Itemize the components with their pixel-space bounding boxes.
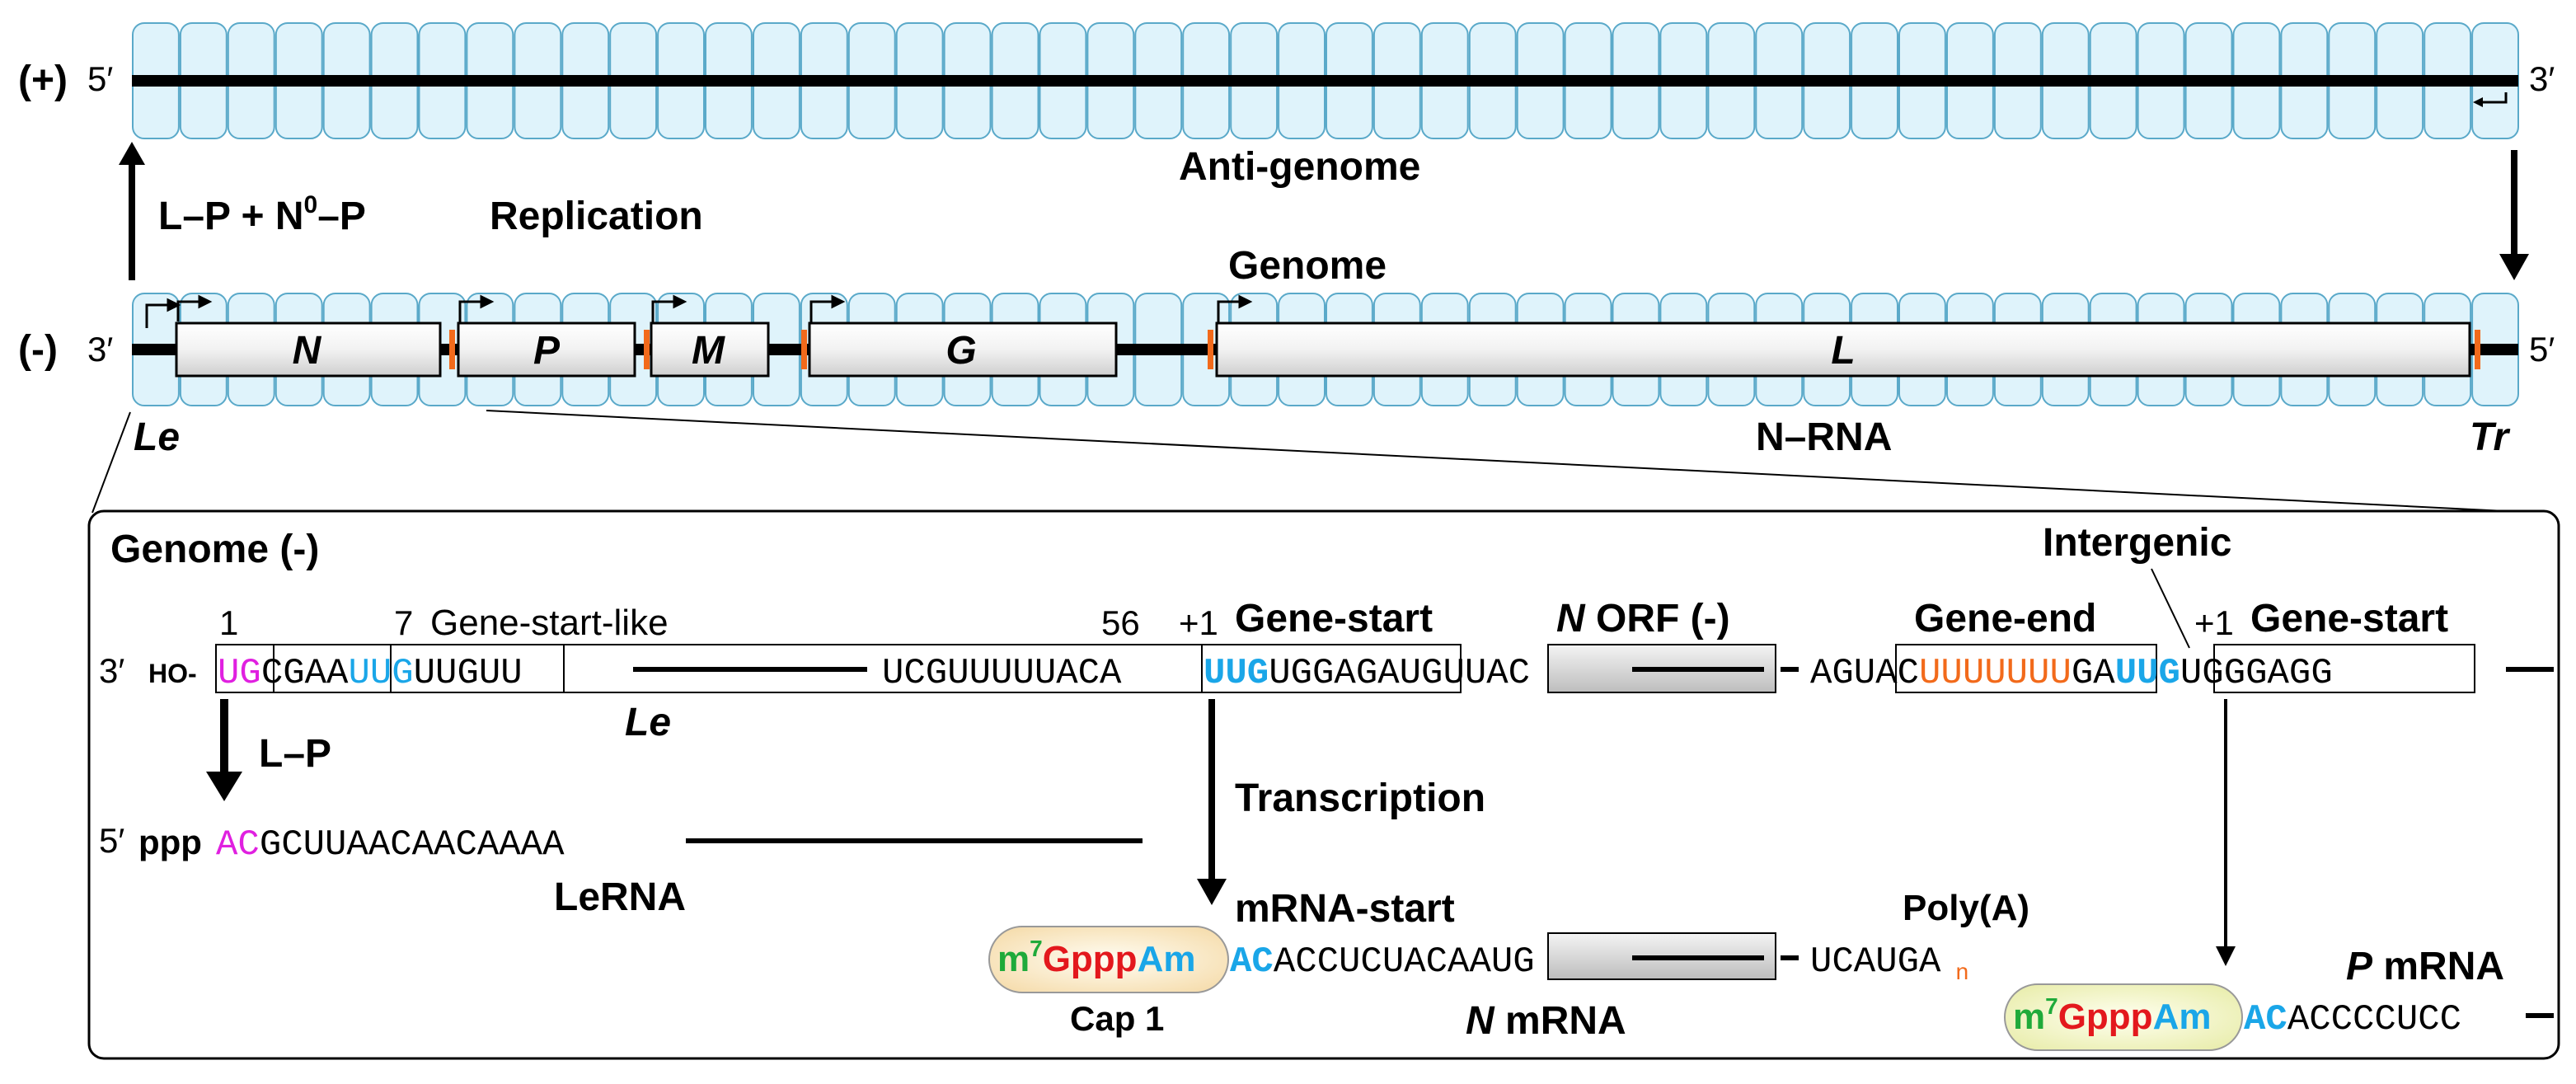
gene-label-l: L xyxy=(1831,329,1855,373)
box-gene-end xyxy=(1895,644,2157,693)
minus-label: (-) xyxy=(18,328,58,372)
antigenome-rna-line xyxy=(132,75,2518,87)
gene-start-label-1: Gene-start xyxy=(1235,597,1433,641)
gene-start-label-2: Gene-start xyxy=(2250,597,2448,641)
plus-label: (+) xyxy=(18,59,68,102)
genome-seq-part2: UCGUUUUUACA xyxy=(882,653,1122,694)
antigenome-label: Anti-genome xyxy=(1179,145,1420,189)
detail-three-prime: 3′ xyxy=(99,651,124,690)
genome-seq-part4: AGUACUUUUUUUGAUUGUGGGAGG xyxy=(1810,653,2333,694)
antigenome-five-prime: 5′ xyxy=(87,59,113,98)
lp-n0p-label: L–P + N0–P xyxy=(158,191,366,238)
cap2-text: m7GpppAm xyxy=(2013,993,2211,1037)
transcription-label: Transcription xyxy=(1235,777,1485,820)
genome-five-prime: 5′ xyxy=(2529,330,2555,368)
p-mrna-label: P mRNA xyxy=(2346,945,2504,988)
pos-plus1: +1 xyxy=(1179,603,1218,642)
box-gene-start-1 xyxy=(1201,644,1462,693)
gene-label-p: P xyxy=(533,329,561,373)
antigenome-promoter-arrow xyxy=(2483,92,2508,104)
n-orf-label: N ORF (-) xyxy=(1556,597,1730,641)
lerna-ppp: ppp xyxy=(138,823,202,861)
gene-end-label: Gene-end xyxy=(1914,597,2096,641)
genome-seq-part1: UGCGAAUUGUUGUU xyxy=(218,653,523,694)
genome-seq-part3: UUGUGGAGAUGUUAC xyxy=(1204,653,1530,694)
n-mrna-sequence: ACACCUCUACAAUG xyxy=(1230,941,1535,983)
n-mrna-label: N mRNA xyxy=(1466,999,1626,1043)
replication-label: Replication xyxy=(490,195,703,238)
cap1-bubble xyxy=(988,926,1229,993)
zoom-line-right xyxy=(486,410,2540,514)
gene-box-g xyxy=(808,321,1118,378)
gene-box-n xyxy=(175,321,442,378)
zoom-line-left xyxy=(91,411,131,514)
pos-1: 1 xyxy=(219,603,238,642)
pos-plus1-b: +1 xyxy=(2194,603,2234,642)
ho-label: HO- xyxy=(148,659,197,688)
gene-box-p xyxy=(457,321,636,378)
genome-label: Genome xyxy=(1228,244,1387,288)
lp-detail-label: L–P xyxy=(259,732,331,776)
promoter-arrows xyxy=(145,294,1253,328)
n-mrna-tail-sequence: UCAUGA xyxy=(1810,941,1941,983)
nrna-label: N–RNA xyxy=(1756,415,1892,459)
gene-label-m: M xyxy=(692,329,725,373)
le-detail-label: Le xyxy=(625,701,671,744)
gene-box-m xyxy=(650,321,770,378)
cap1-label: Cap 1 xyxy=(1070,999,1164,1038)
cap2-bubble xyxy=(2004,983,2243,1051)
gene-start-like-label: Gene-start-like xyxy=(430,603,669,643)
le-label: Le xyxy=(134,415,180,459)
gene-junction-marks xyxy=(449,330,2480,369)
pos-56: 56 xyxy=(1101,603,1140,642)
cap1-text: m7GpppAm xyxy=(997,936,1195,979)
antigenome-three-prime: 3′ xyxy=(2529,59,2555,98)
poly-a-tail: n xyxy=(1955,961,1969,987)
genome-minus-label: Genome (-) xyxy=(110,528,319,571)
intergenic-pointer xyxy=(2151,568,2190,649)
pos-7: 7 xyxy=(394,603,413,642)
detail-panel xyxy=(87,509,2560,1060)
box-gene-start-2 xyxy=(2213,644,2475,693)
gene-box-l xyxy=(1215,321,2471,378)
tr-label: Tr xyxy=(2470,415,2510,459)
p-mrna-sequence: ACACCCCUCC xyxy=(2244,999,2461,1040)
lerna-label: LeRNA xyxy=(554,875,686,919)
gene-label-n: N xyxy=(293,329,322,373)
lerna-sequence: ACGCUUAACAACAAAA xyxy=(216,824,565,866)
poly-a-label: Poly(A) xyxy=(1903,888,2029,928)
mrna-start-label: mRNA-start xyxy=(1235,887,1455,931)
genome-three-prime: 3′ xyxy=(87,330,113,368)
intergenic-label: Intergenic xyxy=(2043,521,2231,565)
lerna-five-prime: 5′ xyxy=(99,821,124,860)
gene-label-g: G xyxy=(945,329,976,373)
